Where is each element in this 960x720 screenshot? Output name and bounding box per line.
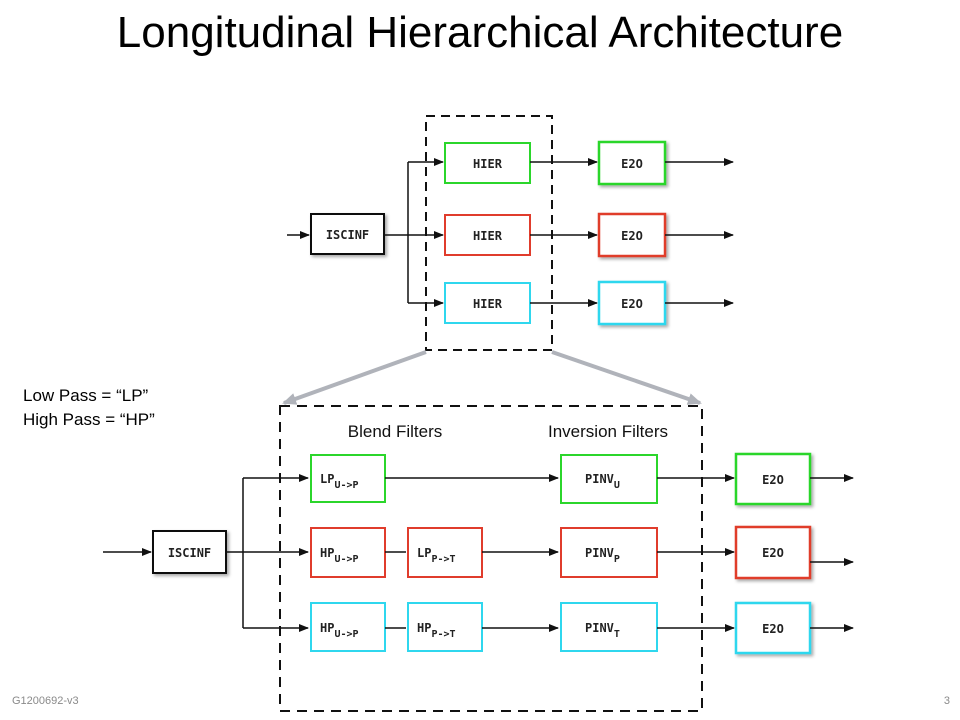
svg-text:HPU->P: HPU->P bbox=[320, 621, 359, 640]
svg-text:HPU->P: HPU->P bbox=[320, 546, 359, 565]
pinv-t-sub: T bbox=[614, 629, 620, 640]
blend-filter-lp-u-p-row1: LPU->P bbox=[310, 454, 386, 503]
blend-row2-filter2-name: LP bbox=[417, 546, 431, 560]
blend-filters-heading: Blend Filters bbox=[348, 422, 442, 441]
document-id: G1200692-v3 bbox=[12, 695, 79, 707]
bottom-e2o-label-1: E2O bbox=[762, 473, 784, 487]
zoom-connector-right bbox=[551, 350, 702, 405]
bottom-iscinf-block: ISCINF bbox=[152, 530, 227, 574]
bottom-e2o-block-1: E2O bbox=[734, 452, 812, 506]
pinv-t-name: PINV bbox=[585, 621, 614, 635]
svg-text:LPU->P: LPU->P bbox=[320, 472, 359, 491]
top-hier-label-1: HIER bbox=[473, 157, 503, 171]
blend-filter-hp-u-p-row2: HPU->P bbox=[310, 527, 386, 578]
svg-text:LPP->T: LPP->T bbox=[417, 546, 456, 565]
top-iscinf-label: ISCINF bbox=[326, 228, 369, 242]
bottom-detail-group-box bbox=[279, 405, 703, 712]
bottom-e2o-label-3: E2O bbox=[762, 622, 784, 636]
inversion-filters-heading: Inversion Filters bbox=[548, 422, 668, 441]
blend-row3-filter1-name: HP bbox=[320, 621, 334, 635]
blend-row3-filter2-name: HP bbox=[417, 621, 431, 635]
pinv-u-sub: U bbox=[614, 480, 620, 491]
top-hier-block-2: HIER bbox=[444, 214, 531, 256]
blend-filter-hp-u-p-row3: HPU->P bbox=[310, 602, 386, 652]
svg-text:PINVU: PINVU bbox=[585, 472, 620, 491]
top-e2o-label-3: E2O bbox=[621, 297, 643, 311]
blend-row1-filter-sub: U->P bbox=[334, 480, 358, 491]
top-hier-group-box bbox=[425, 115, 553, 351]
blend-row3-filter1-sub: U->P bbox=[334, 629, 358, 640]
bottom-e2o-label-2: E2O bbox=[762, 546, 784, 560]
pinv-u-name: PINV bbox=[585, 472, 614, 486]
pinv-p-sub: P bbox=[614, 554, 620, 565]
svg-text:PINVP: PINVP bbox=[585, 546, 620, 565]
top-diagram: ISCINF HIER HIER HIER bbox=[287, 115, 734, 351]
bottom-iscinf-label: ISCINF bbox=[168, 546, 211, 560]
top-hier-label-3: HIER bbox=[473, 297, 503, 311]
blend-row3-filter2-sub: P->T bbox=[431, 629, 455, 640]
bottom-e2o-block-3: E2O bbox=[734, 601, 812, 655]
pinv-p-name: PINV bbox=[585, 546, 614, 560]
blend-filter-lp-p-t-row2: LPP->T bbox=[407, 527, 483, 578]
top-e2o-block-3: E2O bbox=[597, 280, 667, 326]
legend-high-pass: High Pass = “HP” bbox=[23, 410, 155, 429]
top-hier-block-1: HIER bbox=[444, 142, 531, 184]
svg-text:PINVT: PINVT bbox=[585, 621, 620, 640]
top-e2o-block-1: E2O bbox=[597, 140, 667, 186]
inversion-filter-pinv-u: PINVU bbox=[560, 454, 658, 504]
zoom-connector-left bbox=[282, 350, 427, 405]
bottom-diagram: Blend Filters Inversion Filters ISCINF L… bbox=[103, 405, 854, 712]
inversion-filter-pinv-t: PINVT bbox=[560, 602, 658, 652]
blend-row1-filter-name: LP bbox=[320, 472, 334, 486]
top-hier-block-3: HIER bbox=[444, 282, 531, 324]
top-iscinf-block: ISCINF bbox=[310, 213, 385, 255]
blend-row2-filter1-name: HP bbox=[320, 546, 334, 560]
legend-low-pass: Low Pass = “LP” bbox=[23, 386, 149, 405]
slide-title: Longitudinal Hierarchical Architecture bbox=[116, 8, 844, 57]
top-e2o-label-1: E2O bbox=[621, 157, 643, 171]
filter-abbreviation-legend: Low Pass = “LP” High Pass = “HP” bbox=[23, 384, 155, 432]
blend-row2-filter2-sub: P->T bbox=[431, 554, 455, 565]
top-e2o-label-2: E2O bbox=[621, 229, 643, 243]
blend-row2-filter1-sub: U->P bbox=[334, 554, 358, 565]
top-hier-label-2: HIER bbox=[473, 229, 503, 243]
top-e2o-block-2: E2O bbox=[597, 212, 667, 258]
inversion-filter-pinv-p: PINVP bbox=[560, 527, 658, 578]
bottom-e2o-block-2: E2O bbox=[734, 525, 812, 580]
blend-filter-hp-p-t-row3: HPP->T bbox=[407, 602, 483, 652]
svg-text:HPP->T: HPP->T bbox=[417, 621, 456, 640]
page-number: 3 bbox=[943, 695, 950, 707]
